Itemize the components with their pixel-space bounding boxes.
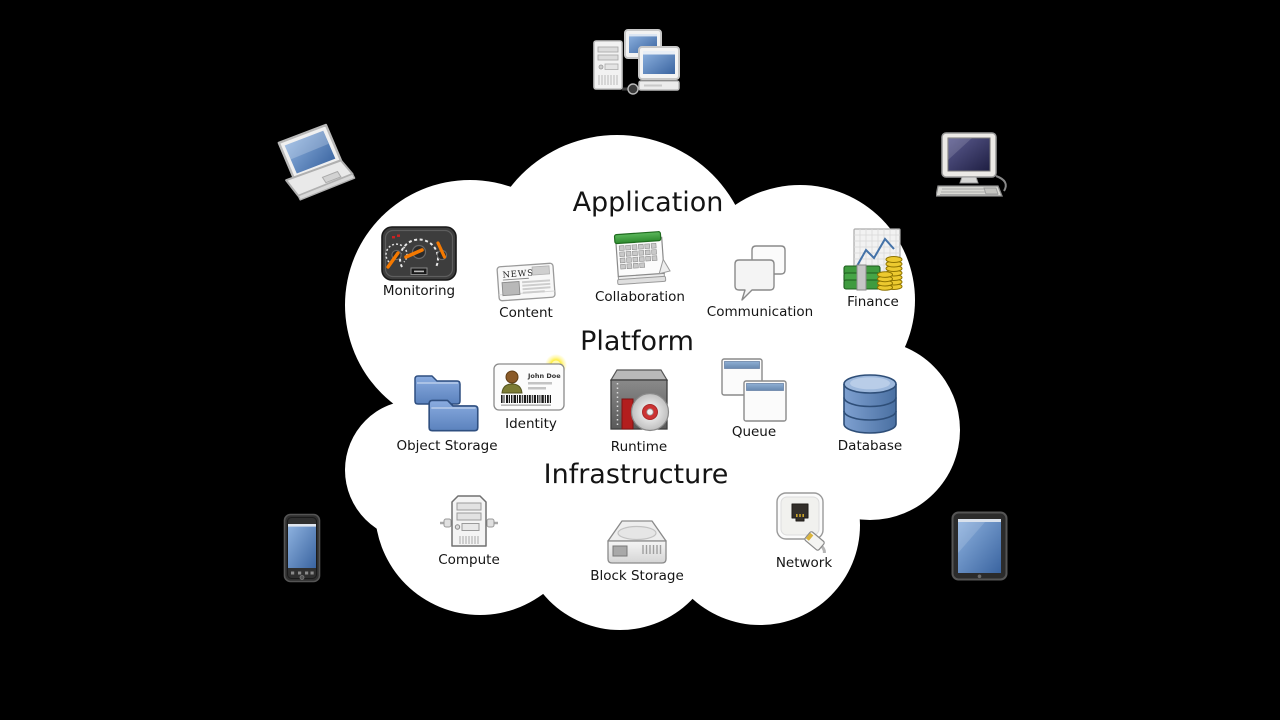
money-chart-icon [843,228,903,291]
service-label: Compute [438,552,500,568]
service-label: Collaboration [595,289,685,305]
hard-disk-icon [607,520,667,564]
service-communication: Communication [705,244,815,320]
service-label: Identity [505,416,557,432]
service-identity: John Doe Identity [476,354,586,432]
service-finance: Finance [818,228,928,310]
network-servers-icon [593,29,680,95]
service-label: Block Storage [590,568,684,584]
database-cylinder-icon [843,374,897,434]
service-label: Object Storage [396,438,498,454]
smartphone-icon [283,513,321,583]
server-tower-icon [440,495,498,547]
service-content: NEWS Content [471,257,581,321]
service-compute: Compute [414,492,524,568]
service-label: Network [775,555,833,571]
ethernet-socket-plug-icon [776,492,826,553]
service-label: Finance [847,294,899,310]
heading-platform: Platform [580,326,694,357]
service-collaboration: Collaboration [585,227,695,305]
app-windows-icon [721,358,787,422]
software-box-cd-icon [609,369,670,432]
desktop-computer-icon [935,132,1007,197]
tablet-icon [951,511,1008,581]
id-card-icon: John Doe [493,354,567,411]
id-card-name-text: John Doe [527,372,561,380]
chat-bubbles-icon [733,245,786,301]
service-block-storage: Block Storage [582,520,692,584]
heading-application: Application [572,187,724,218]
folders-icon [414,375,479,432]
device-smartphone [283,513,321,587]
service-monitoring: Monitoring [364,226,474,299]
service-label: Runtime [610,439,668,455]
service-queue: Queue [699,358,809,440]
service-label: Communication [706,304,814,320]
service-label: Monitoring [382,283,456,299]
laptop-icon [277,123,356,201]
newspaper-icon: NEWS [496,262,556,302]
service-label: Queue [731,424,777,440]
calendar-icon [613,231,671,286]
device-tablet [951,511,1008,585]
service-label: Database [837,438,903,454]
newspaper-masthead-text: NEWS [502,268,534,280]
device-desktop-computer [935,132,1012,202]
service-network: Network [749,492,859,571]
service-label: Content [499,305,553,321]
gauge-dashboard-icon [381,226,457,281]
heading-infrastructure: Infrastructure [543,459,729,490]
service-database: Database [815,372,925,454]
device-network-servers [588,27,683,101]
service-object-storage: Object Storage [392,370,502,454]
service-runtime: Runtime [584,367,694,455]
device-laptop [271,121,357,211]
